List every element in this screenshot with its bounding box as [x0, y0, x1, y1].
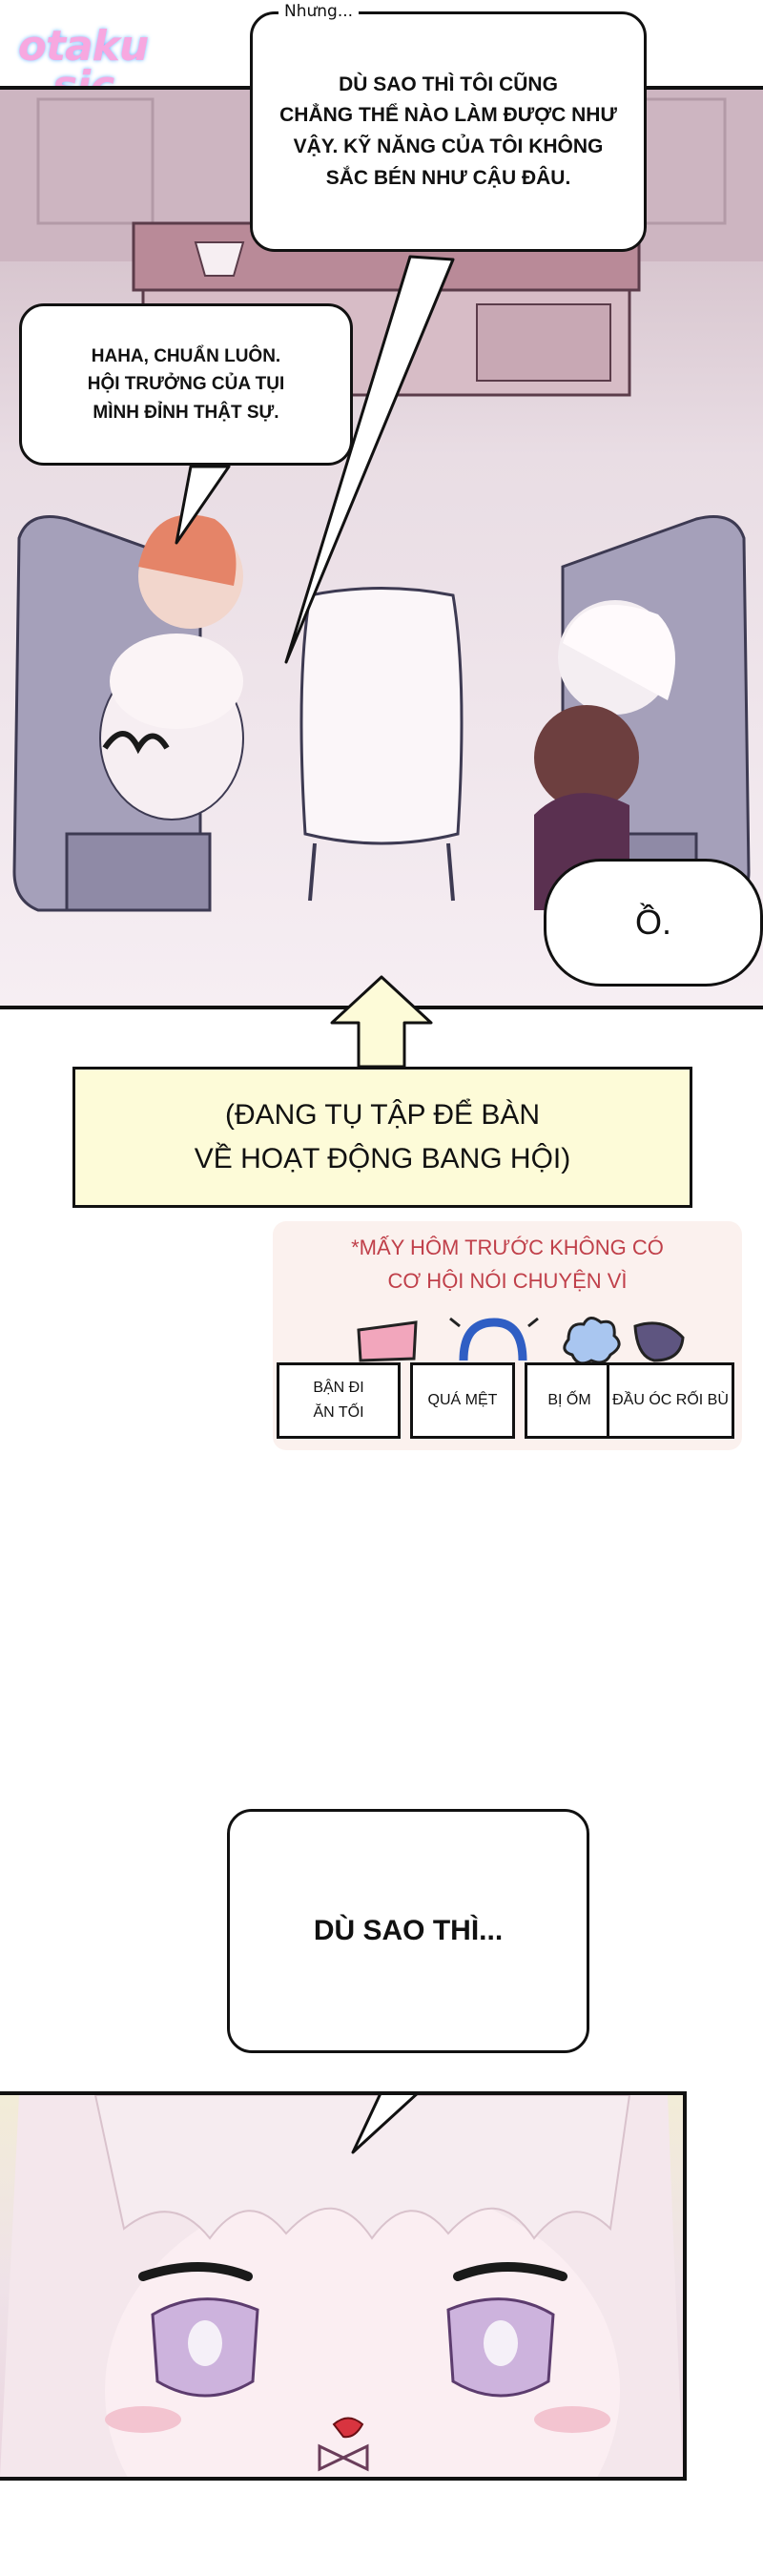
bed-icon — [449, 1317, 539, 1361]
comic-panel-closeup — [0, 2091, 687, 2481]
narration-caption-text: (ĐANG TỤ TẬP ĐỂ BÀN VỀ HOẠT ĐỘNG BANG HỘ… — [194, 1098, 571, 1175]
speech-bubble-dusao: DÙ SAO THÌ... — [227, 1809, 589, 2053]
speech-bubble-main-text: DÙ SAO THÌ TÔI CŨNG CHẲNG THỂ NÀO LÀM ĐƯ… — [279, 73, 617, 189]
reason-option-3: BỊ ỐM — [525, 1362, 614, 1439]
narration-caption: (ĐANG TỤ TẬP ĐỂ BÀN VỀ HOẠT ĐỘNG BANG HỘ… — [72, 1067, 692, 1208]
girl-closeup-illustration — [0, 2095, 683, 2477]
footnote-icons — [357, 1317, 685, 1365]
speech-bubble-haha-text: HAHA, CHUẨN LUÔN. HỘI TRƯỞNG CỦA TỤI MÌN… — [87, 345, 285, 423]
messy-hair-icon — [633, 1321, 685, 1362]
speech-bubble-haha: HAHA, CHUẨN LUÔN. HỘI TRƯỞNG CỦA TỤI MÌN… — [19, 303, 353, 466]
reason-option-2: QUÁ MỆT — [410, 1362, 515, 1439]
footnote-text: *MẤY HÔM TRƯỚC KHÔNG CÓ CƠ HỘI NÓI CHUYỆ… — [351, 1236, 664, 1294]
reason-option-4: ĐẦU ÓC RỐI BÙ — [607, 1362, 734, 1439]
plate-icon — [357, 1320, 418, 1362]
thought-bubble-o: Ồ. — [544, 859, 763, 987]
speech-bubble-dusao-text: DÙ SAO THÌ... — [313, 1915, 504, 1946]
speech-bubble-main: DÙ SAO THÌ TÔI CŨNG CHẲNG THỂ NÀO LÀM ĐƯ… — [250, 11, 647, 252]
sick-icon — [563, 1317, 621, 1365]
up-arrow-icon — [330, 975, 433, 1069]
footnote-card: *MẤY HÔM TRƯỚC KHÔNG CÓ CƠ HỘI NÓI CHUYỆ… — [273, 1221, 742, 1450]
logo-line-1: otaku — [17, 22, 150, 71]
thought-bubble-o-text: Ồ. — [634, 903, 671, 942]
speech-bubble-main-prefix: Nhưng... — [278, 2, 360, 21]
reason-option-1: BẬN ĐI ĂN TỐI — [277, 1362, 401, 1439]
